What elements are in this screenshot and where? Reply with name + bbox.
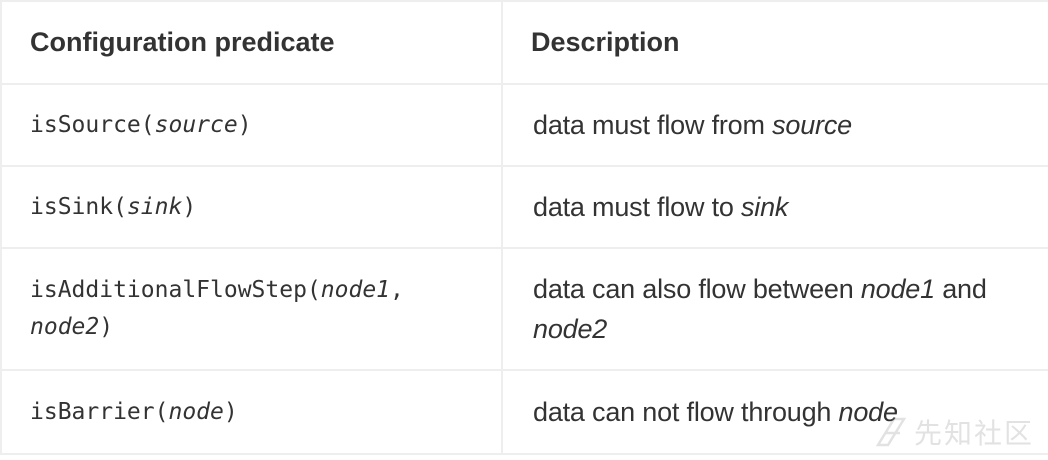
description-text: data must flow to sink	[533, 192, 789, 222]
description-arg: node1	[860, 274, 935, 304]
description-arg: node	[838, 397, 898, 427]
description-cell: data can also flow between node1 and nod…	[501, 247, 1048, 371]
predicate-code: isAdditionalFlowStep(node1, node2)	[30, 277, 404, 340]
watermark: 先知社区	[874, 412, 1034, 452]
predicate-cell: isSink(sink)	[0, 165, 503, 249]
predicate-arg: node	[168, 398, 224, 425]
description-arg: sink	[741, 192, 789, 222]
description-arg: node2	[533, 314, 608, 344]
column-header-description: Description	[501, 0, 1048, 85]
table-header-row: Configuration predicate Description	[0, 0, 1048, 85]
column-header-predicate: Configuration predicate	[0, 0, 503, 85]
predicate-arg: node1	[320, 277, 391, 303]
predicate-cell: isSource(source)	[0, 83, 503, 167]
predicate-arg: sink	[126, 193, 183, 220]
table-row: isSink(sink) data must flow to sink	[0, 165, 1048, 249]
site-logo-icon	[875, 417, 907, 447]
table-row: isAdditionalFlowStep(node1, node2) data …	[0, 247, 1048, 371]
description-cell: data must flow to sink	[501, 165, 1048, 249]
predicate-code: isBarrier(node)	[30, 398, 238, 425]
description-text: data can not flow through node	[533, 397, 898, 427]
watermark-text: 先知社区	[913, 417, 1034, 450]
predicate-code: isSource(source)	[30, 111, 252, 138]
predicate-cell: isBarrier(node)	[0, 369, 503, 455]
description-text: data can also flow between node1 and nod…	[533, 274, 987, 344]
predicate-code: isSink(sink)	[30, 193, 197, 220]
predicate-cell: isAdditionalFlowStep(node1, node2)	[0, 247, 503, 371]
description-text: data must flow from source	[533, 110, 852, 140]
description-cell: data must flow from source	[501, 83, 1048, 167]
description-arg: source	[772, 110, 852, 140]
predicate-arg: node2	[30, 314, 100, 340]
predicate-arg: source	[154, 111, 238, 138]
table-row: isSource(source) data must flow from sou…	[0, 83, 1048, 167]
